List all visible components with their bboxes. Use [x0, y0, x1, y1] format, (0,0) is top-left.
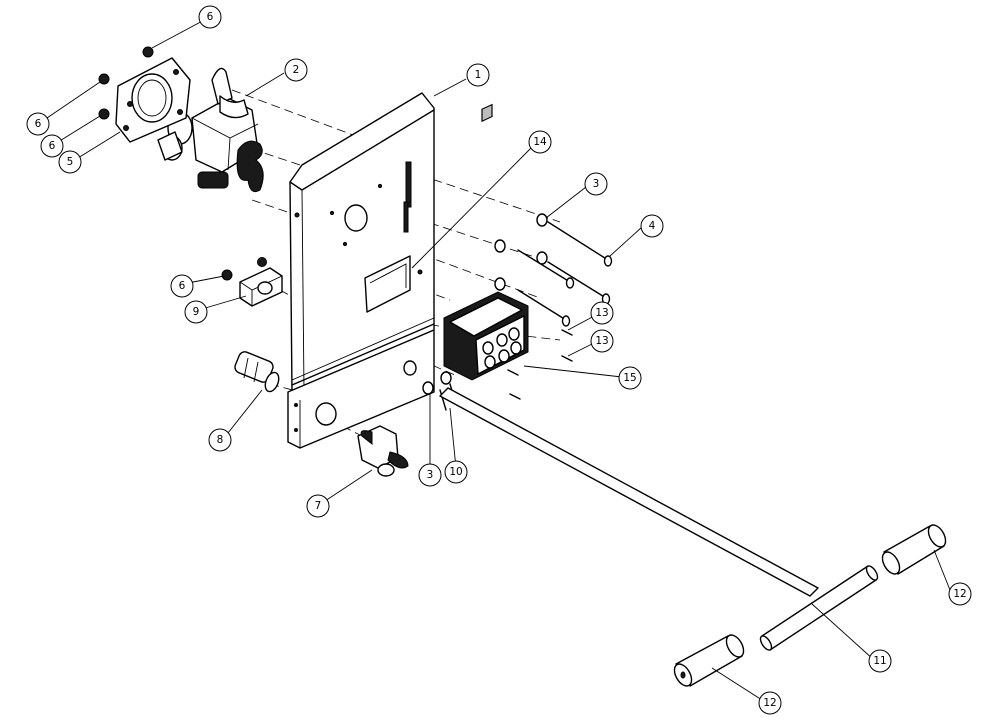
svg-text:9: 9: [193, 306, 200, 318]
svg-text:11: 11: [873, 655, 886, 667]
callout-13-upper: 13: [590, 301, 614, 325]
gasket-plate-part-5: [115, 57, 191, 143]
svg-text:6: 6: [49, 140, 56, 152]
svg-text:3: 3: [427, 469, 434, 481]
callout-13-lower: 13: [590, 329, 614, 353]
svg-text:14: 14: [533, 136, 547, 148]
callout-5: 5: [58, 150, 82, 174]
svg-text:6: 6: [35, 118, 42, 130]
grip-part-12-right: [881, 524, 947, 575]
block-part-9: [239, 267, 283, 307]
callout-8: 8: [208, 428, 232, 452]
callout-1: 1: [466, 63, 490, 87]
junction-box-part-14: [443, 103, 529, 381]
callout-9: 9: [184, 300, 208, 324]
callout-3-lower: 3: [418, 463, 442, 487]
callout-10: 10: [444, 460, 468, 484]
svg-text:6: 6: [179, 280, 186, 292]
svg-text:1: 1: [475, 69, 482, 81]
callout-6-top: 6: [198, 5, 222, 29]
callout-3-upper: 3: [584, 172, 608, 196]
svg-text:8: 8: [217, 434, 224, 446]
svg-text:13: 13: [595, 335, 608, 347]
small-valve-part-7: [357, 425, 409, 477]
callout-12-right: 12: [948, 582, 972, 606]
mounting-panel-part-1: [287, 92, 435, 449]
t-handle-part-11: [439, 387, 879, 651]
svg-text:3: 3: [593, 178, 600, 190]
callout-12-left: 12: [758, 691, 782, 715]
callout-6-left-upper: 6: [26, 112, 50, 136]
svg-text:6: 6: [207, 11, 214, 23]
leader-lines: [43, 17, 951, 701]
callout-6-mid: 6: [170, 274, 194, 298]
svg-text:15: 15: [623, 372, 636, 384]
callout-7: 7: [306, 494, 330, 518]
svg-text:13: 13: [595, 307, 608, 319]
fitting-part-8: [234, 351, 280, 393]
callout-15: 15: [618, 366, 642, 390]
svg-text:10: 10: [449, 466, 462, 478]
washers-part-3: [422, 213, 548, 395]
svg-text:12: 12: [953, 588, 966, 600]
svg-text:4: 4: [649, 220, 656, 232]
callout-14: 14: [528, 130, 552, 154]
bolts-part-4: [517, 221, 613, 327]
svg-text:5: 5: [67, 156, 74, 168]
svg-text:7: 7: [315, 500, 322, 512]
valve-assembly-part-2: [157, 67, 264, 193]
grip-part-12-left: [673, 634, 745, 687]
callout-4: 4: [640, 214, 664, 238]
screws-part-13: [507, 329, 573, 400]
nuts-part-6: [98, 46, 267, 281]
terminal-pins: [482, 327, 522, 369]
callout-11: 11: [868, 649, 892, 673]
callout-2: 2: [284, 58, 308, 82]
svg-text:2: 2: [293, 64, 300, 76]
callout-6-left-lower: 6: [40, 134, 64, 158]
svg-text:12: 12: [763, 697, 776, 709]
